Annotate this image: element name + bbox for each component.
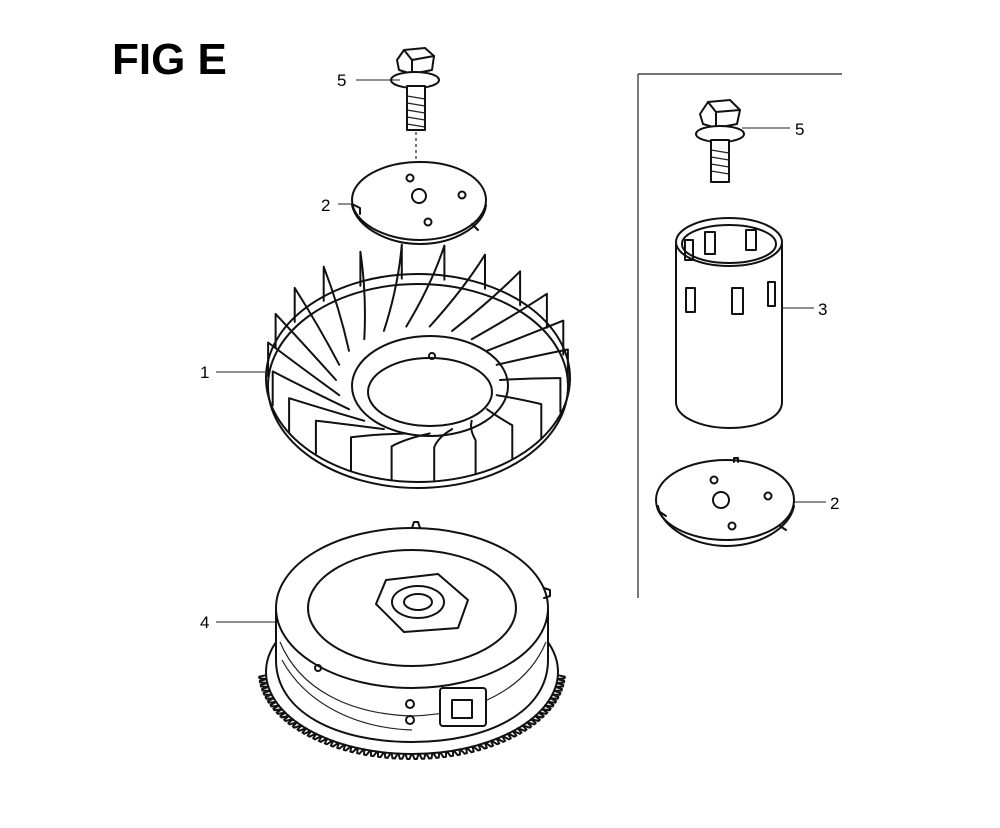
leader-lines — [216, 79, 826, 623]
fan-fin — [470, 419, 477, 476]
fan-fin — [350, 432, 408, 473]
fan-fin — [486, 408, 514, 461]
flange-bolt-alt — [695, 99, 745, 183]
fan-fin — [274, 312, 337, 381]
callout-plate-main: 2 — [321, 196, 330, 215]
fan-fins — [267, 243, 569, 483]
cooling-fan — [265, 243, 571, 489]
fan-fin — [428, 253, 486, 328]
fan-fin — [359, 250, 366, 341]
fan-fin — [271, 370, 350, 411]
flange-bolt-main — [390, 47, 440, 160]
starter-plate-alt — [654, 457, 796, 547]
callout-fan: 1 — [200, 363, 209, 382]
callout-bolt-alt: 5 — [795, 120, 804, 139]
starter-pulley — [675, 217, 783, 429]
fan-fin — [288, 397, 366, 434]
callout-plate-alt: 2 — [830, 494, 839, 513]
fan-fin — [451, 270, 522, 332]
alt-kit-bracket — [637, 73, 842, 598]
callout-flywheel: 4 — [200, 613, 209, 632]
fan-fin — [495, 348, 569, 385]
fan-fin — [486, 319, 565, 356]
fan-fin — [470, 292, 548, 341]
fan-fin — [405, 244, 446, 328]
ring-gear-teeth — [258, 674, 566, 760]
fan-fin — [499, 377, 562, 414]
fan-fin — [267, 341, 341, 397]
gear-tooth-row — [258, 674, 566, 760]
fan-fin — [322, 265, 350, 352]
fan-fin — [495, 394, 543, 440]
fan-fin — [382, 243, 403, 332]
flywheel — [258, 521, 566, 760]
fan-fin — [314, 419, 385, 456]
fan-fin — [390, 432, 431, 482]
starter-plate-main — [350, 160, 488, 245]
fan-fin — [293, 286, 341, 366]
callout-pulley-alt: 3 — [818, 300, 827, 319]
callout-bolt-main: 5 — [337, 71, 346, 90]
fan-fin — [433, 428, 454, 483]
figure-title: FIG E — [112, 35, 227, 84]
